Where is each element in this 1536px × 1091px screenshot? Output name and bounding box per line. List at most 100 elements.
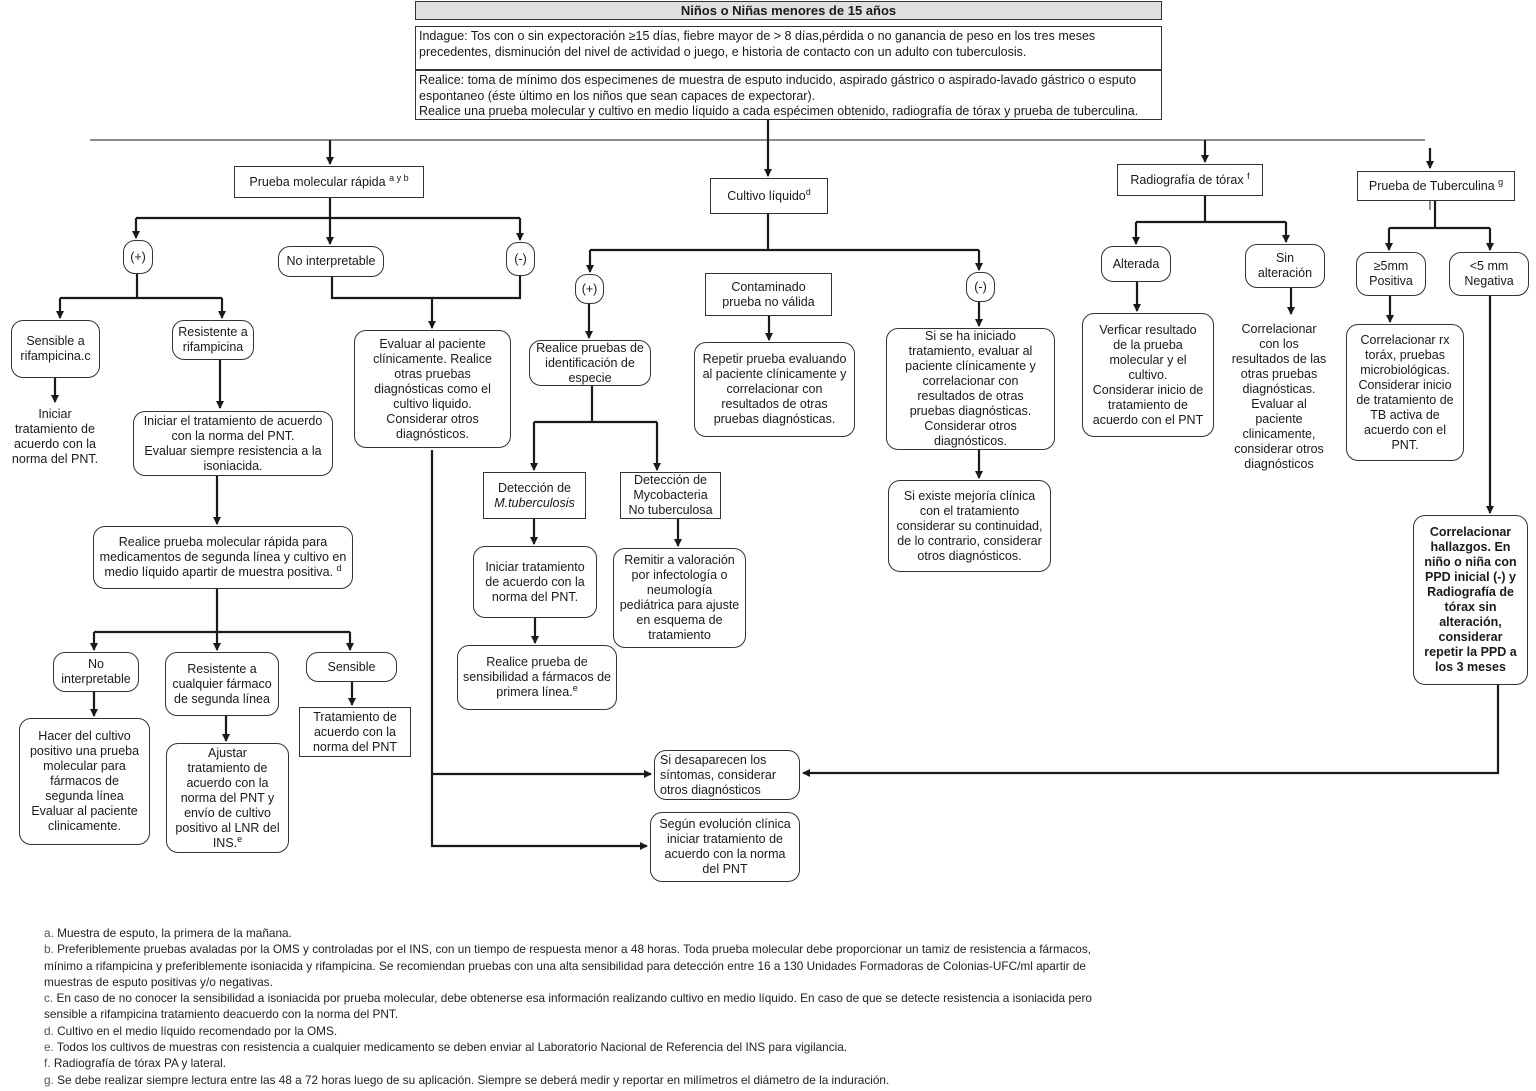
node-line: los 3 meses <box>1435 660 1506 674</box>
node-molecular-positive: (+) <box>123 240 153 274</box>
node-line: Hacer del cultivo <box>38 729 131 743</box>
node-line: neumología <box>646 583 713 597</box>
node-line: cultivo liquido. <box>393 396 472 411</box>
node-line: tratamiento de <box>187 760 268 775</box>
node-line: tórax sin <box>1444 600 1497 614</box>
node-line: de lo contrario, considerar <box>897 533 1042 548</box>
node-line: primera línea.e <box>496 682 578 699</box>
node-line: diagnósticas. <box>1242 382 1316 396</box>
node-line: acuerdo con la <box>186 775 269 790</box>
node-sensible-rifampicina: Sensible a rifampicina.c <box>11 320 100 378</box>
node-line: Evaluar siempre resistencia a la <box>144 443 322 458</box>
node-line: Iniciar <box>38 407 72 421</box>
node-line: Considerar otros <box>924 419 1017 433</box>
node-line: norma del PNT y <box>180 790 275 805</box>
node-sensibilidad-primera-linea: Realice prueba de sensibilidad a fármaco… <box>457 645 617 710</box>
node-line: con los <box>1259 337 1299 351</box>
node-cultivo-negative: (-) <box>966 272 995 302</box>
realice-line: Realice una prueba molecular y cultivo e… <box>419 104 1139 118</box>
node-rx-sin-alteracion: Sin alteración <box>1245 244 1325 288</box>
node-line: diagnósticos. <box>396 426 469 441</box>
node-evolucion-clinica: Según evolución clínica iniciar tratamie… <box>650 812 800 882</box>
node-mejoria-clinica: Si existe mejoría clínica con el tratami… <box>888 480 1051 572</box>
node-line: Detección de <box>634 473 707 487</box>
node-line: en esquema de <box>636 613 723 627</box>
node-line: medio líquido apartir de muestra positiv… <box>104 562 342 579</box>
node-line: de acuerdo con la <box>485 574 585 589</box>
node-line: Remitir a valoración <box>624 553 735 567</box>
node-cultivo-positive: (+) <box>575 274 604 304</box>
node-line: Mycobacteria <box>633 488 708 502</box>
node-line: segunda línea <box>45 789 124 803</box>
realice-box: Realice: toma de mínimo dos especimenes … <box>415 70 1162 120</box>
node-line: considerar otros <box>1234 442 1324 456</box>
node-line: medicamentos de segunda línea y cultivo … <box>99 550 347 564</box>
node-line: alteración, <box>1439 615 1502 629</box>
node-line: TB activa de <box>1370 407 1440 422</box>
node-line: Detección de <box>498 480 571 495</box>
node-line: Contaminado <box>731 279 806 294</box>
node-line: Realice prueba molecular rápida para <box>118 535 328 549</box>
node-line: correlacionar con <box>922 374 1019 388</box>
node-line: niño o niña con <box>1424 555 1517 569</box>
node-line: sensibilidad a fármacos de <box>463 670 611 684</box>
node-line: resultados de otras <box>917 389 1024 403</box>
indague-line: Indague: Tos con o sin expectoración ≥15… <box>419 29 1096 43</box>
flow-arrow <box>330 277 436 329</box>
footnote: sensible a rifampicina tratamiento deacu… <box>44 1007 399 1022</box>
node-line: Considerar inicio <box>1358 377 1452 392</box>
node-line: diagnósticos <box>1244 457 1314 471</box>
node-line: de segunda línea <box>174 691 270 706</box>
node-line: Evaluar al paciente <box>379 336 486 351</box>
flow-line <box>432 276 522 300</box>
node-line: norma del PNT <box>312 739 398 754</box>
node-line: hallazgos. En <box>1430 540 1511 554</box>
node-sl-sensible: Sensible <box>306 652 397 682</box>
node-line: Iniciar el tratamiento de acuerdo <box>143 413 323 428</box>
node-sl-hacer-cultivo: Hacer del cultivo positivo una prueba mo… <box>19 718 150 845</box>
node-line: Si desaparecen los <box>660 752 767 767</box>
node-line: INS.e <box>212 833 243 850</box>
node-line: otras pruebas <box>1240 367 1318 381</box>
node-radiografia: Radiografía de tórax f <box>1117 164 1263 196</box>
node-text: Cultivo líquidod <box>727 186 811 203</box>
node-si-iniciado: Si se ha iniciado tratamiento, evaluar a… <box>886 328 1055 450</box>
node-line: de la prueba <box>1113 337 1183 352</box>
node-ppd-correlacionar: Correlacionar rx toráx, pruebas microbio… <box>1346 324 1464 461</box>
node-text: Prueba molecular rápida a y b <box>249 172 409 189</box>
node-rx-verificar: Verficar resultado de la prueba molecula… <box>1082 313 1214 437</box>
node-line: fármacos de <box>50 774 119 788</box>
node-remitir-valoracion: Remitir a valoración por infectología o … <box>613 548 746 648</box>
node-line: Evaluar al <box>1251 397 1307 411</box>
node-line: Iniciar tratamiento <box>485 559 585 574</box>
node-line: Tratamiento de <box>313 709 397 724</box>
node-line: Verficar resultado <box>1099 322 1197 337</box>
node-line: No <box>88 657 104 671</box>
node-cultivo-liquido: Cultivo líquidod <box>710 178 828 214</box>
node-line: molecular y el <box>1109 352 1187 367</box>
node-line: acuerdo con el <box>1363 422 1446 437</box>
node-evaluar-clinicamente: Evaluar al paciente clínicamente. Realic… <box>354 330 511 448</box>
node-line: prueba no válida <box>722 294 815 309</box>
node-deteccion-mtb: Detección de M.tuberculosis <box>483 472 586 519</box>
node-segunda-linea: Realice prueba molecular rápida para med… <box>93 526 353 589</box>
node-line: <5 mm <box>1469 259 1509 273</box>
node-line: considerar su continuidad, <box>896 518 1043 533</box>
node-sl-resistente: Resistente a cualquier fármaco de segund… <box>165 652 279 716</box>
node-line: paciente clínicamente y <box>905 359 1036 373</box>
footnote: a. Muestra de esputo, la primera de la m… <box>44 926 292 940</box>
node-line: Resistente a <box>178 325 248 339</box>
footnote: e. Todos los cultivos de muestras con re… <box>44 1040 848 1055</box>
node-line: resultados de las <box>1231 352 1327 366</box>
node-line: No tuberculosa <box>628 503 713 517</box>
node-line: clinicamente, <box>1242 427 1316 441</box>
node-line: clínicamente. Realice <box>373 351 492 366</box>
node-line: con el tratamiento <box>919 503 1020 518</box>
node-deteccion-no-tb: Detección de Mycobacteria No tuberculosa <box>620 472 721 519</box>
indague-box: Indague: Tos con o sin expectoración ≥15… <box>415 26 1162 70</box>
node-line: pruebas diagnósticas. <box>713 412 836 426</box>
node-line: cualquier fármaco <box>172 676 272 691</box>
realice-line: Realice: toma de mínimo dos especimenes … <box>419 73 1137 87</box>
node-line: tratamiento de <box>15 422 95 436</box>
node-line: Correlacionar <box>1241 322 1317 336</box>
